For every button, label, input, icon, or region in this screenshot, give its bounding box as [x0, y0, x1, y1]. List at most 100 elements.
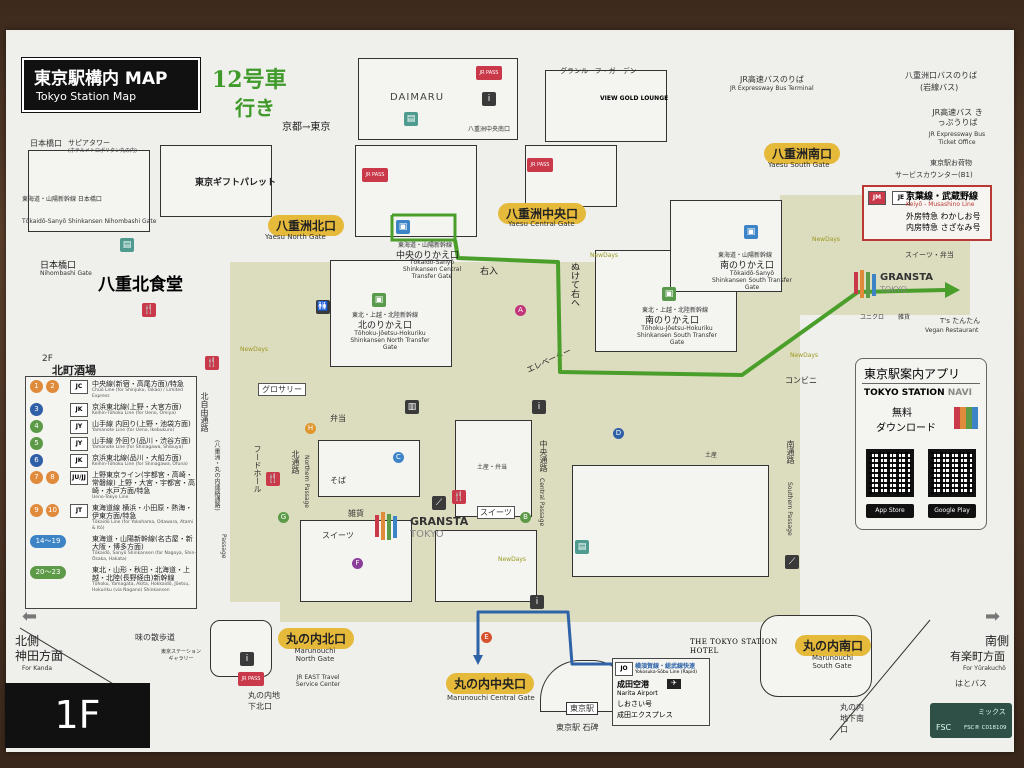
gate-yaesu-south-en: Yaesu South Gate — [768, 161, 830, 169]
app-divider — [862, 383, 980, 384]
gift-palette-block — [160, 145, 272, 217]
bus-ticket-label: JR高速バス きっぷうりば — [932, 108, 983, 127]
track-number-badge: 9 — [30, 504, 43, 517]
gate-marunouchi-north: 丸の内北口 — [278, 628, 355, 649]
googleplay-badge[interactable]: Google Play — [928, 504, 976, 518]
north-transfer-area — [330, 260, 452, 367]
line-code: JY — [70, 420, 88, 434]
granstal-east-logo-sub: TOKYO — [880, 285, 907, 294]
marunouchi-south-dome — [760, 615, 872, 697]
grand-roof-garden: グランルーフ・ガーデン — [560, 67, 637, 75]
kitajiyu-sub: (八重洲・丸の内連絡通路) — [213, 440, 220, 511]
granstal-logo-bar — [375, 515, 379, 537]
nihombashi-gate-label: 日本橋口 — [40, 261, 77, 271]
track-numbers: 5 — [30, 437, 70, 450]
bus-ticket-en: JR Expressway Bus Ticket Office — [928, 131, 986, 146]
shinkansen-icon: ▣ — [662, 287, 676, 301]
line-code: JK — [70, 403, 88, 417]
gallery-block — [210, 620, 272, 677]
ts-tantan-label: T's たんたん — [940, 317, 981, 325]
kitajiyu-en: Passage — [220, 534, 227, 559]
north-passage-en: Northern Passage — [303, 455, 310, 508]
granstal-logo-bar — [381, 512, 385, 540]
floor-indicator: 1F — [5, 683, 150, 748]
service-counter-label: サービスカウンター(B1) — [895, 171, 973, 179]
granstal-logo-bar — [872, 274, 876, 296]
marunouchi-chika-minami: 丸の内地下南口 — [840, 703, 864, 734]
line-name-en: Keihin-Tōhoku Line (for Shinagawa, Ōfuna… — [92, 462, 188, 467]
gate-marunouchi-central: 丸の内中央口 — [446, 673, 535, 694]
exit-b-marker: B — [520, 512, 531, 523]
granstal-logo-text: GRANSTA — [410, 515, 469, 528]
handwritten-turn: ぬけて右へ — [569, 262, 579, 307]
newdays-store: NewDays — [790, 352, 819, 359]
track-number-badge: 5 — [30, 437, 43, 450]
south-transfer-tokaido: 南のりかえ口 — [720, 261, 775, 271]
kitamachi-floor: 2F — [42, 354, 53, 364]
bus-terminal-en: JR Expressway Bus Terminal — [730, 85, 814, 92]
appstore-badge[interactable]: App Store — [866, 504, 914, 518]
exit-d-marker: D — [613, 428, 624, 439]
stone-monument-label: 東京駅 石碑 — [556, 723, 599, 732]
handwritten-convenience: コンビニ — [785, 376, 817, 385]
south-passage-en: Southern Passage — [786, 482, 793, 536]
granstal-logo-bar — [854, 272, 858, 294]
gate-yaesu-central-en: Yaesu Central Gate — [508, 220, 575, 228]
track-numbers: 6 — [30, 454, 70, 467]
handwritten-direction: 京都→東京 — [282, 122, 331, 133]
granstal-block-b — [455, 420, 532, 517]
nihombashi-exit-label: 日本橋口 — [30, 139, 62, 148]
app-title: 東京駅案内アプリ — [864, 367, 961, 381]
newdays-store: NewDays — [812, 236, 841, 243]
qr-code-appstore[interactable] — [866, 449, 914, 497]
newdays-store: NewDays — [590, 252, 619, 259]
souvenir-label: 土産 — [705, 452, 718, 459]
daimaru-label: DAIMARU — [390, 92, 445, 103]
granstal-east-logo-text: GRANSTA — [880, 272, 934, 283]
north-transfer-sub: 東北・上越・北陸新幹線 — [352, 312, 419, 319]
south-transfer-tohoku-en: Tōhoku-Jōetsu-Hokuriku Shinkansen South … — [637, 325, 717, 346]
bus-terminal-label: JR高速バスのりば — [740, 75, 804, 84]
exit-a-marker: A — [515, 305, 526, 316]
north-transfer-gate-en: Tōhoku-Jōetsu-Hokuriku Shinkansen North … — [350, 330, 430, 351]
soba-label: そば — [330, 476, 346, 485]
central-transfer-gate-en: Tōkaidō-Sanyō Shinkansen Central Transfe… — [402, 259, 462, 280]
nihombashi-gate-en: Nihombashi Gate — [40, 270, 92, 277]
qr-code-googleplay[interactable] — [928, 449, 976, 497]
fsc-label: FSC — [936, 723, 952, 732]
concourse-north-passage — [230, 262, 280, 602]
fsc-mix: ミックス — [978, 708, 1006, 716]
line-name: 山手線 内回り(上野・池袋方面)Yamanote Line (for Ueno,… — [92, 420, 191, 434]
granstal-logo-bar — [387, 514, 391, 540]
line-code-jm: JM — [868, 191, 886, 205]
exit-e-marker: E — [481, 632, 492, 643]
line-name-en: Ueno-Tokyo Line — [92, 495, 129, 500]
sweets-bento-label: スイーツ・弁当 — [905, 251, 954, 259]
track-number-badge: 3 — [30, 403, 43, 416]
handwritten-enter: 右入 — [480, 267, 499, 277]
track-number-badge: 4 — [30, 420, 43, 433]
north-passage-label: 北通路 — [291, 450, 300, 474]
restaurant-icon: 🍴 — [266, 472, 280, 486]
bento-label: 弁当 — [330, 414, 346, 423]
track-number-badge: 10 — [46, 504, 59, 517]
yaesu-bus-label: 八重洲口バスのりば — [905, 71, 977, 80]
granstal-logo-bar — [866, 272, 870, 298]
track-numbers: 3 — [30, 403, 70, 416]
fsc-code: FSC® C018109 — [964, 725, 1007, 731]
line-name-jp: 京浜東北線(品川・大船方面) — [92, 454, 182, 462]
station-gallery-label: 東京ステーションギャラリー — [161, 649, 201, 662]
information-icon: i — [530, 595, 544, 609]
ticket-machine-icon: ▤ — [120, 238, 134, 252]
app-name: TOKYO STATION NAVI — [864, 388, 972, 398]
track-numbers: 14〜19 — [30, 535, 70, 548]
south-transfer-tohoku-sub: 東北・上越・北陸新幹線 — [642, 307, 709, 314]
ticket-machine-icon: ▤ — [404, 112, 418, 126]
